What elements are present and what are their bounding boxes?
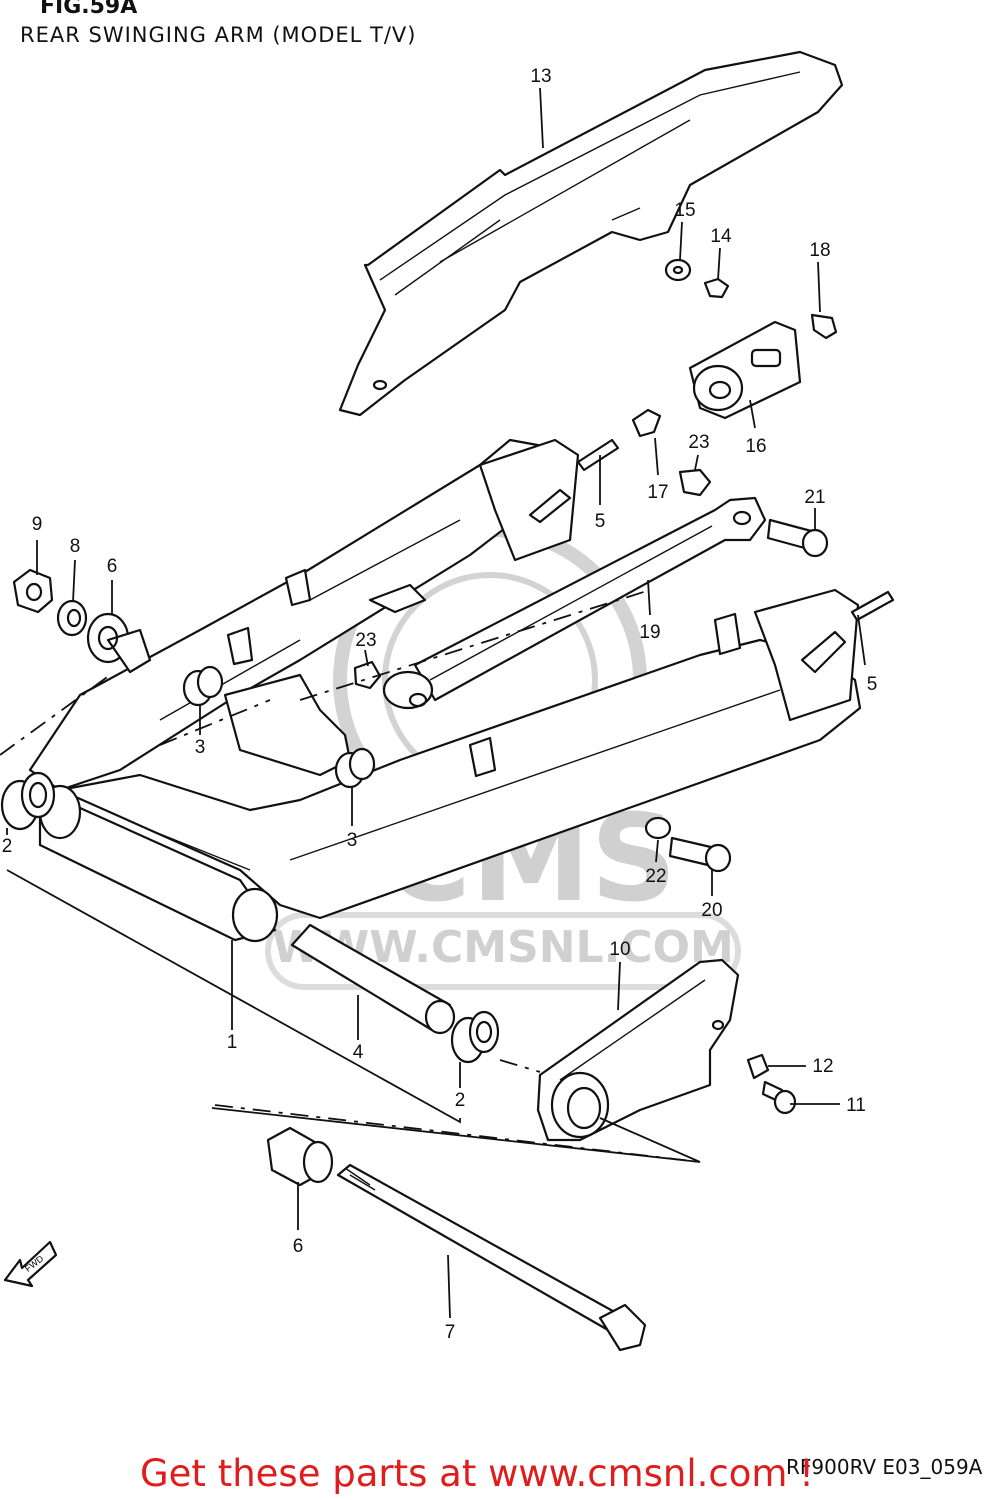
part-number-3: 3 xyxy=(195,737,206,758)
part-number-6: 6 xyxy=(107,556,118,577)
part-number-22: 22 xyxy=(645,866,666,887)
bearing-2-lower xyxy=(450,1010,500,1064)
bearing-3-upper xyxy=(182,665,224,707)
centerline-3 xyxy=(299,589,651,701)
swing-arm-1 xyxy=(28,438,862,943)
part-number-17: 17 xyxy=(647,482,668,503)
part-number-21: 21 xyxy=(804,487,825,508)
screw-11 xyxy=(761,1080,797,1115)
part-number-14: 14 xyxy=(710,226,732,247)
part-number-23: 23 xyxy=(355,630,376,651)
part-number-5: 5 xyxy=(595,511,606,532)
part-number-9: 9 xyxy=(32,514,43,535)
part-number-19: 19 xyxy=(639,622,660,643)
part-number-8: 8 xyxy=(70,536,81,557)
washer-22 xyxy=(644,816,672,840)
pivot-shaft-7 xyxy=(336,1163,647,1352)
part-number-5: 5 xyxy=(867,674,878,695)
nut-23-upper xyxy=(678,468,712,497)
bearing-3-lower xyxy=(334,747,376,789)
clip-18 xyxy=(810,313,838,340)
part-number-13: 13 xyxy=(530,66,551,87)
forward-arrow: FWD xyxy=(3,1240,58,1288)
part-number-1: 1 xyxy=(227,1032,238,1053)
part-number-10: 10 xyxy=(609,939,630,960)
part-number-6: 6 xyxy=(293,1236,304,1257)
bolt-5-upper xyxy=(576,438,620,472)
bushing-6-lower xyxy=(266,1126,334,1187)
cap-12 xyxy=(746,1053,770,1080)
chain-adjuster-16 xyxy=(688,320,802,420)
chain-guide-10 xyxy=(536,958,740,1142)
torque-link-19 xyxy=(413,496,767,702)
part-number-11: 11 xyxy=(846,1095,866,1116)
figure-title: FIG.59A xyxy=(40,0,138,19)
bolt-5-right xyxy=(850,590,895,622)
washer-8 xyxy=(56,599,88,637)
part-number-3: 3 xyxy=(347,830,358,851)
part-number-20: 20 xyxy=(701,900,722,921)
part-number-18: 18 xyxy=(809,240,830,261)
part-number-4: 4 xyxy=(353,1042,364,1063)
leader-lines xyxy=(6,87,866,1319)
bolt-21 xyxy=(766,518,829,558)
part-number-15: 15 xyxy=(674,200,695,221)
spacer-4 xyxy=(290,923,456,1035)
diagram-code: RF900RV E03_059A xyxy=(786,1455,983,1479)
part-number-12: 12 xyxy=(812,1056,833,1077)
nut-9 xyxy=(12,568,54,614)
get-parts-link[interactable]: Get these parts at www.cmsnl.com ! xyxy=(140,1452,815,1495)
part-numbers: 1 2 2 3 3 4 5 5 6 6 7 8 9 10 11 12 13 14… xyxy=(2,66,878,1343)
part-number-2: 2 xyxy=(2,836,13,857)
bolt-17 xyxy=(631,408,662,438)
bolt-14 xyxy=(664,258,730,299)
part-number-7: 7 xyxy=(445,1322,456,1343)
part-number-16: 16 xyxy=(745,436,766,457)
bearing-2-left xyxy=(0,771,56,831)
bolt-20 xyxy=(668,836,732,873)
bushing-6-upper xyxy=(86,612,152,674)
figure-subtitle: REAR SWINGING ARM (MODEL T/V) xyxy=(20,23,417,47)
part-number-23: 23 xyxy=(688,432,709,453)
chain-case xyxy=(338,50,844,417)
part-number-2: 2 xyxy=(455,1090,466,1111)
nut-23-lower xyxy=(353,660,382,690)
centerline-5 xyxy=(499,1059,541,1073)
